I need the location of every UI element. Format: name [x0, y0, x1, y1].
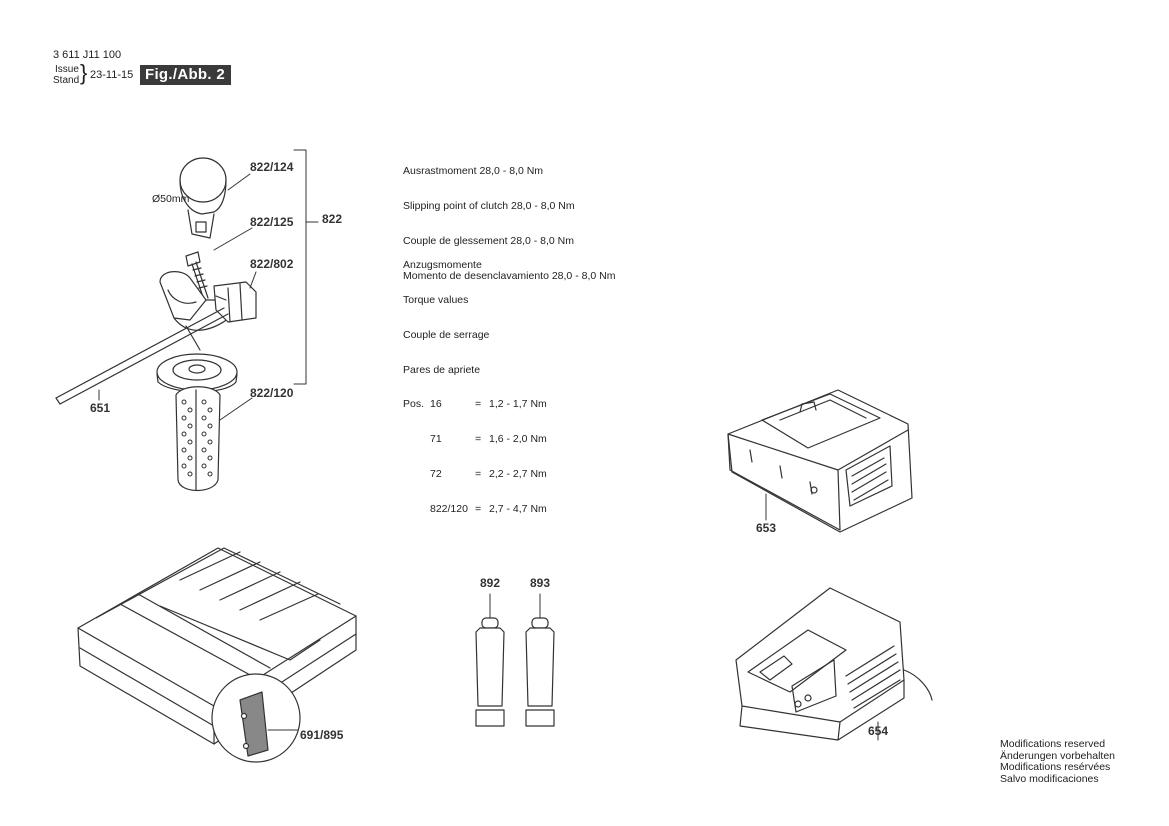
grease-tube-892	[475, 593, 505, 727]
grease-tube-893	[525, 593, 555, 727]
label-691-895: 691/895	[300, 728, 344, 742]
clamp-ring-822-124	[179, 157, 227, 239]
torque-row: Pos. 16 = 1,2 - 1,7 Nm	[403, 398, 547, 411]
label-892: 892	[480, 576, 501, 590]
note-line: Änderungen vorbehalten	[1000, 749, 1116, 762]
torque-heading: Couple de serrage	[403, 328, 490, 341]
battery-653	[727, 389, 913, 533]
torque-value: 2,7 - 4,7 Nm	[489, 502, 547, 515]
torque-pos: 72	[430, 467, 442, 480]
torque-pos: 822/120	[430, 502, 468, 515]
label-651: 651	[90, 401, 111, 415]
figure-badge: Fig./Abb. 2	[140, 65, 231, 85]
torque-heading: Torque values	[403, 293, 469, 306]
label-822: 822	[322, 212, 343, 226]
issue-date: 23-11-15	[90, 69, 134, 81]
brace-icon: }	[80, 60, 88, 85]
depth-rod-651	[55, 307, 229, 405]
torque-value: 2,2 - 2,7 Nm	[489, 467, 547, 480]
label-diameter: Ø50mm	[152, 193, 190, 205]
issue-label: Issue	[55, 64, 79, 75]
stand-label: Stand	[53, 75, 80, 86]
torque-pos: 71	[430, 433, 442, 446]
pos-label: Pos.	[403, 398, 425, 411]
clutch-line: Slipping point of clutch 28,0 - 8,0 Nm	[403, 199, 575, 212]
label-822-124: 822/124	[250, 160, 294, 174]
torque-row: 71 = 1,6 - 2,0 Nm	[430, 433, 547, 446]
clutch-info: Ausrastmoment 28,0 - 8,0 Nm Slipping poi…	[403, 143, 615, 294]
clutch-line: Momento de desenclavamiento 28,0 - 8,0 N…	[403, 269, 616, 282]
issue-stand-label: Issue Stand	[53, 64, 79, 86]
note-line: Modifications resérvées	[1000, 761, 1111, 773]
label-653: 653	[756, 521, 777, 535]
torque-value: 1,2 - 1,7 Nm	[489, 398, 547, 411]
torque-row: 822/120 = 2,7 - 4,7 Nm	[430, 502, 547, 515]
label-654: 654	[868, 724, 889, 738]
label-893: 893	[530, 576, 551, 590]
side-handle-assembly	[55, 149, 319, 492]
carrying-case	[77, 547, 357, 763]
modification-notes: Modifications reserved Änderungen vorbeh…	[1000, 738, 1116, 785]
part-number: 3 611 J11 100	[53, 49, 122, 61]
clutch-line: Ausrastmoment 28,0 - 8,0 Nm	[403, 165, 544, 178]
label-822-802: 822/802	[250, 257, 294, 271]
handle-flange	[156, 353, 238, 393]
label-822-120: 822/120	[250, 386, 294, 400]
torque-info: Anzugsmomente Torque values Couple de se…	[403, 237, 547, 527]
torque-heading: Anzugsmomente	[403, 259, 482, 272]
torque-heading: Pares de apriete	[403, 363, 481, 376]
torque-pos: 16	[430, 398, 442, 411]
clutch-line: Couple de glessement 28,0 - 8,0 Nm	[403, 234, 575, 247]
torque-row: 72 = 2,2 - 2,7 Nm	[430, 467, 547, 480]
clamp-822-802	[213, 281, 257, 323]
torque-value: 1,6 - 2,0 Nm	[489, 433, 547, 446]
note-line: Salvo modificaciones	[1000, 772, 1099, 785]
grip-822-120	[175, 386, 221, 492]
note-line: Modifications reserved	[1000, 738, 1106, 750]
charger-654	[735, 587, 933, 741]
label-822-125: 822/125	[250, 215, 294, 229]
